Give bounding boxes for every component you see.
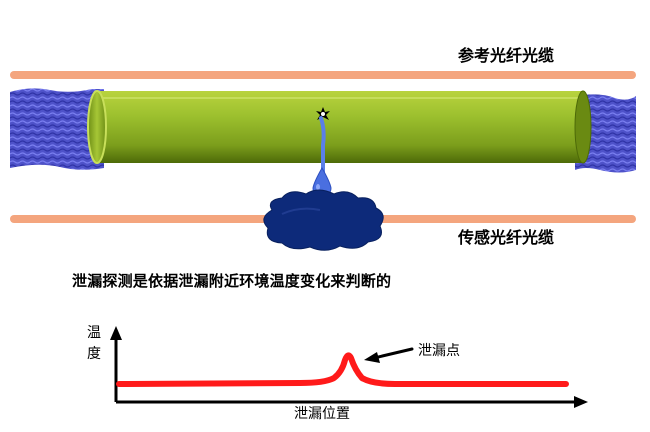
temperature-curve <box>116 352 569 387</box>
reference-fiber <box>10 71 636 79</box>
x-axis-arrow <box>574 396 588 408</box>
leak-puddle <box>263 189 384 251</box>
x-axis-label: 泄漏位置 <box>294 406 350 422</box>
arrow-left-icon <box>364 347 414 363</box>
caption-text: 泄漏探测是依据泄漏附近环境温度变化来判断的 <box>72 272 392 290</box>
pipe-right-end <box>574 90 592 164</box>
y-axis-label-char-1: 温 <box>87 325 101 341</box>
y-axis-label-char-2: 度 <box>87 346 101 362</box>
pipe-left-end <box>87 90 107 164</box>
y-axis-arrow <box>110 326 122 340</box>
pipe-body <box>94 91 584 163</box>
soil-left <box>10 88 104 170</box>
reference-fiber-label: 参考光纤光缆 <box>458 46 555 65</box>
sensing-fiber-label: 传感光纤光缆 <box>458 228 555 247</box>
water-stream <box>319 116 326 174</box>
leak-point-label: 泄漏点 <box>418 343 460 359</box>
